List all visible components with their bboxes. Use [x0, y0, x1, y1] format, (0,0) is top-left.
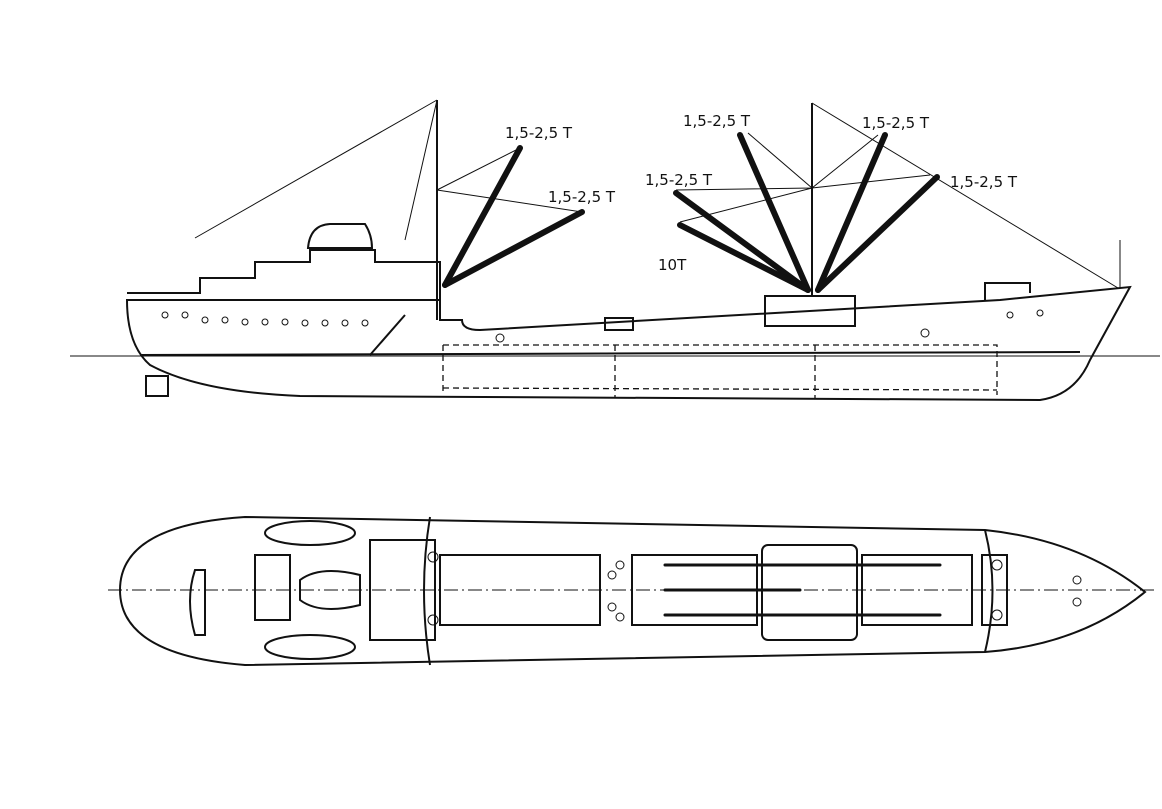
forecastle-house [981, 554, 1008, 626]
rudder [145, 375, 169, 397]
load-label-heavy: 10T [658, 256, 687, 274]
stays [194, 99, 1121, 289]
load-label: 1,5-2,5 T [683, 112, 751, 130]
hatch-3 [861, 554, 973, 626]
mast-house [761, 544, 858, 641]
fwd-boom-1 [737, 132, 811, 293]
bridge-house [369, 539, 436, 641]
boot-topping [139, 351, 1081, 356]
fwd-topping-lifts [675, 132, 931, 223]
booms-plan [663, 563, 942, 617]
load-label: 1,5-2,5 T [862, 114, 930, 132]
hatch-1 [439, 554, 601, 626]
fwd-boom-3 [815, 132, 888, 293]
lifeboat-port [264, 520, 356, 546]
fwd-boom-4 [815, 174, 940, 293]
portholes [161, 309, 1044, 343]
side-elevation: 1,5-2,5 T 1,5-2,5 T 1,5-2,5 T 1,5-2,5 T … [70, 99, 1160, 402]
funnel [299, 570, 361, 610]
superstructure [127, 249, 441, 300]
cargo-holds [442, 344, 998, 398]
heavy-boom [677, 222, 811, 293]
steering-house [189, 569, 206, 636]
forecastle-rail [984, 282, 1031, 300]
load-label: 1,5-2,5 T [505, 124, 573, 142]
fwd-boom-2 [673, 190, 811, 293]
load-label: 1,5-2,5 T [645, 171, 713, 189]
deck-outline [118, 515, 1147, 667]
deck-lines [230, 299, 425, 356]
aft-boom-lower [442, 209, 585, 288]
lifeboat [306, 223, 374, 249]
load-label: 1,5-2,5 T [950, 173, 1018, 191]
deck-breaks [423, 516, 994, 666]
hull-outline [125, 285, 1132, 402]
plan-view [108, 515, 1158, 667]
aft-topping-lifts [436, 147, 583, 213]
forward-winch-house [764, 295, 856, 327]
deck-winch [604, 317, 634, 331]
aft-boom-upper [442, 145, 523, 288]
load-label: 1,5-2,5 T [548, 188, 616, 206]
aft-house [254, 554, 291, 621]
lifeboat-starboard [264, 634, 356, 660]
bollards [427, 551, 1082, 626]
